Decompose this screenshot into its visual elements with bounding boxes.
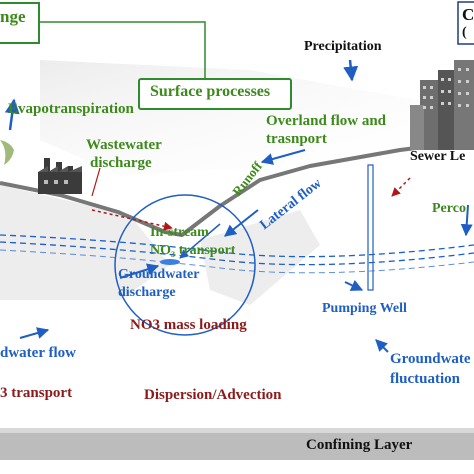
confining-layer xyxy=(0,428,474,460)
water-table-line-2 xyxy=(0,241,474,266)
instream-label-2: NO₃ transport xyxy=(150,243,236,258)
precipitation-arrow-icon xyxy=(343,59,359,82)
connector-line xyxy=(38,21,206,78)
precipitation-label: Precipitation xyxy=(304,39,382,54)
wastewater-pointer xyxy=(91,167,101,197)
terrain-shade-left xyxy=(0,185,170,300)
top-right-fragment-2: ( xyxy=(462,25,467,40)
evapotranspiration-label: Evapotranspiration xyxy=(8,101,134,117)
gw-flow-label: dwater flow xyxy=(0,345,76,361)
tree-icon xyxy=(0,140,14,165)
water-table-line-3 xyxy=(0,249,474,274)
in-stream-circle xyxy=(114,194,256,336)
water-table-line-1 xyxy=(0,234,474,258)
percolation-label: Perco xyxy=(432,201,466,216)
top-right-fragment-1: C xyxy=(462,5,474,24)
wastewater-label-1: Wastewater xyxy=(86,137,162,153)
no3-transport-label: 3 transport xyxy=(0,385,73,401)
ground-surface-line xyxy=(0,138,474,237)
gw-fluct-label-1: Groundwate xyxy=(390,351,471,367)
sewer-leak-arrow xyxy=(391,177,411,197)
top-left-fragment: nge xyxy=(0,7,26,26)
city-buildings-icon xyxy=(410,60,474,150)
evapo-arrow xyxy=(4,98,20,131)
surface-processes-box xyxy=(138,78,292,110)
wastewater-arrow xyxy=(91,209,173,231)
overland-label-2: trasnport xyxy=(266,131,327,147)
in-stream-arrow xyxy=(179,223,221,259)
wastewater-label-2: discharge xyxy=(90,155,152,171)
overland-arrow xyxy=(260,149,306,165)
top-left-box xyxy=(0,2,40,44)
percolation-arrow xyxy=(460,204,473,237)
no3-mass-loading-label: NO3 mass loading xyxy=(130,317,247,333)
gw-discharge-label-2: discharge xyxy=(118,285,176,300)
factory-icon xyxy=(38,158,82,194)
confining-layer-label: Confining Layer xyxy=(306,437,413,453)
pumping-well-label: Pumping Well xyxy=(322,301,407,316)
gw-fluct-label-2: fluctuation xyxy=(390,371,461,387)
stream-water xyxy=(160,259,180,265)
pumping-arrow xyxy=(344,279,364,291)
groundwater-flow-arrow xyxy=(19,327,50,339)
gw-discharge-arrow xyxy=(119,263,160,279)
top-right-box xyxy=(457,1,474,45)
sewer-label: Sewer Le xyxy=(410,149,466,164)
surface-processes-label: Surface processes xyxy=(150,83,271,100)
lateral-arrow xyxy=(224,209,259,237)
overland-label-1: Overland flow and xyxy=(266,113,387,129)
instream-label-1: In-stream xyxy=(150,225,209,240)
dispersion-label: Dispersion/Advection xyxy=(144,387,282,403)
gw-fluct-arrow xyxy=(375,339,389,353)
pumping-well xyxy=(367,164,374,291)
gw-discharge-label-1: Groundwater xyxy=(118,267,200,282)
